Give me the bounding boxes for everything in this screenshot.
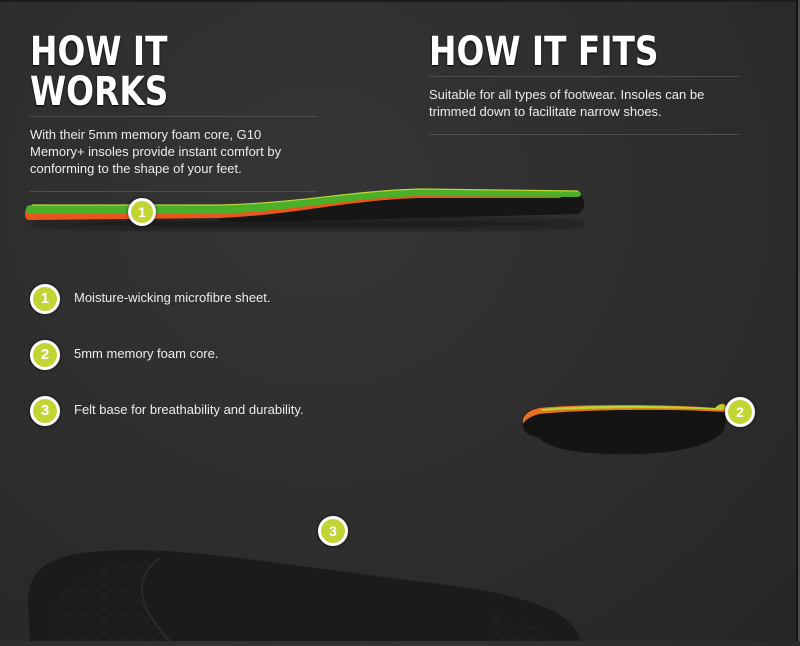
number-badge-2: 2: [30, 340, 60, 370]
how-it-works-description: With their 5mm memory foam core, G10 Mem…: [30, 127, 282, 176]
number-badge-3: 3: [30, 396, 60, 426]
number-badge-1: 1: [30, 284, 60, 314]
insole-bottom-view-image: 3: [20, 516, 600, 642]
callout-badge-2: 2: [725, 397, 755, 427]
feature-item: 3 Felt base for breathability and durabi…: [30, 396, 350, 426]
callout-badge-3: 3: [318, 516, 348, 546]
divider: [30, 191, 318, 192]
how-it-works-title: HOW IT WORKS: [30, 29, 169, 115]
callout-badge-1: 1: [128, 198, 156, 226]
top-border: [0, 0, 800, 2]
how-it-fits-section: HOW IT FITS Suitable for all types of fo…: [429, 32, 739, 135]
right-border-highlight: [798, 0, 800, 641]
right-border: [796, 0, 798, 641]
how-it-works-section: HOW IT WORKS With their 5mm memory foam …: [30, 32, 318, 192]
how-it-fits-title: HOW IT FITS: [429, 29, 659, 75]
divider: [429, 76, 739, 77]
divider: [429, 134, 739, 135]
insole-heel-view-image: 2: [515, 397, 765, 458]
divider: [30, 116, 318, 117]
feature-label: 5mm memory foam core.: [74, 346, 219, 361]
insole-side-view-image: 1: [20, 188, 590, 238]
feature-label: Felt base for breathability and durabili…: [74, 402, 304, 417]
feature-item: 2 5mm memory foam core.: [30, 340, 350, 370]
feature-label: Moisture-wicking microfibre sheet.: [74, 290, 271, 305]
feature-item: 1 Moisture-wicking microfibre sheet.: [30, 284, 350, 314]
how-it-fits-description: Suitable for all types of footwear. Inso…: [429, 87, 705, 119]
